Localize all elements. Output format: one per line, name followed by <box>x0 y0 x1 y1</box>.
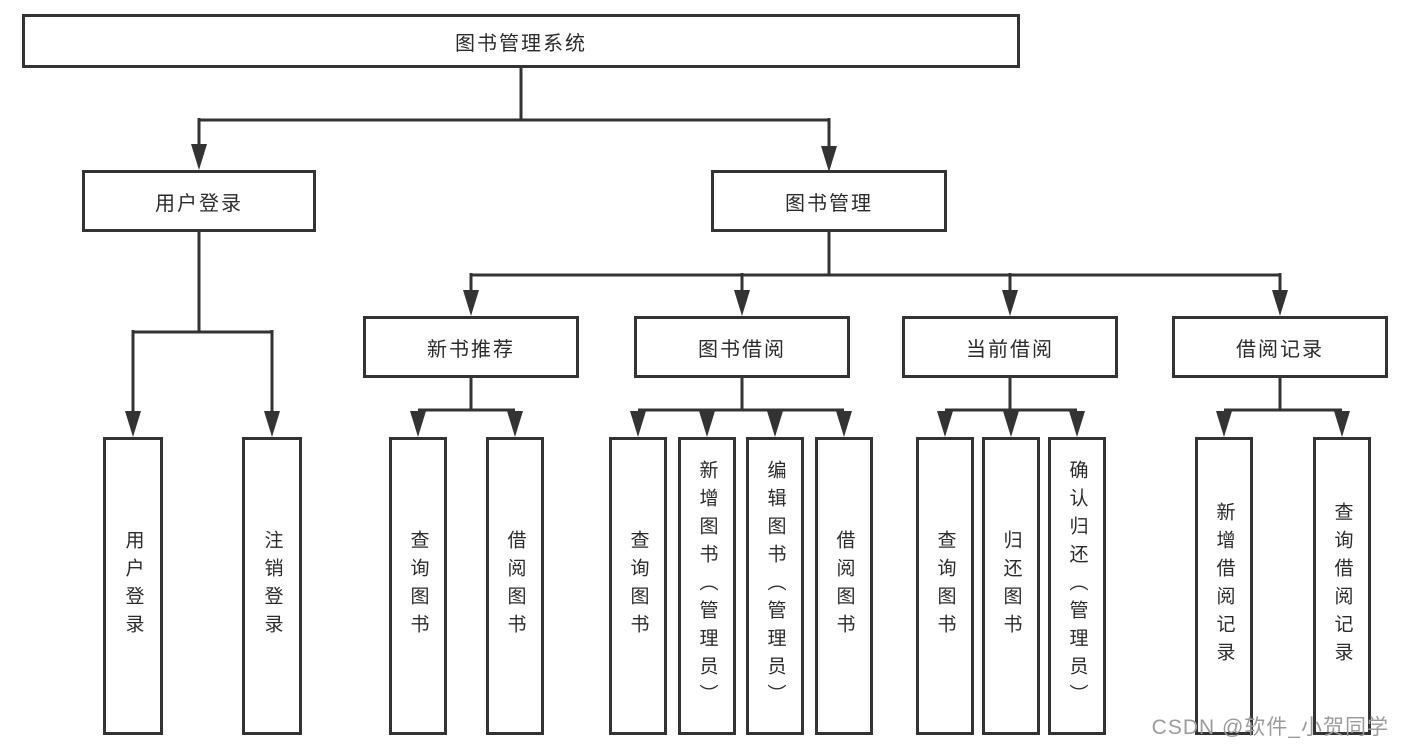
node-confirm-return-admin: 确认归还（管理员） <box>1048 437 1106 735</box>
watermark: CSDN @软件_小贺同学 <box>1151 716 1389 739</box>
node-root: 图书管理系统 <box>22 14 1020 68</box>
node-recommend-borrow-book: 借阅图书 <box>486 437 544 735</box>
node-user-login: 用户登录 <box>82 170 316 232</box>
node-add-borrow-record: 新增借阅记录 <box>1195 437 1253 735</box>
node-new-book-recommend: 新书推荐 <box>363 316 579 378</box>
node-book-management: 图书管理 <box>711 170 947 232</box>
node-recommend-query-book: 查询图书 <box>389 437 447 735</box>
node-return-book: 归还图书 <box>982 437 1040 735</box>
node-edit-book-admin: 编辑图书（管理员） <box>746 437 804 735</box>
node-borrow-record: 借阅记录 <box>1172 316 1388 378</box>
node-user-login-action: 用户登录 <box>103 437 163 735</box>
node-add-book-admin: 新增图书（管理员） <box>678 437 736 735</box>
node-current-borrow: 当前借阅 <box>902 316 1118 378</box>
node-logout-action: 注销登录 <box>242 437 302 735</box>
node-book-borrow: 图书借阅 <box>634 316 850 378</box>
node-borrow-book-action: 借阅图书 <box>815 437 873 735</box>
node-current-query-book: 查询图书 <box>916 437 974 735</box>
node-borrow-query-book: 查询图书 <box>609 437 667 735</box>
node-query-borrow-record: 查询借阅记录 <box>1313 437 1371 735</box>
